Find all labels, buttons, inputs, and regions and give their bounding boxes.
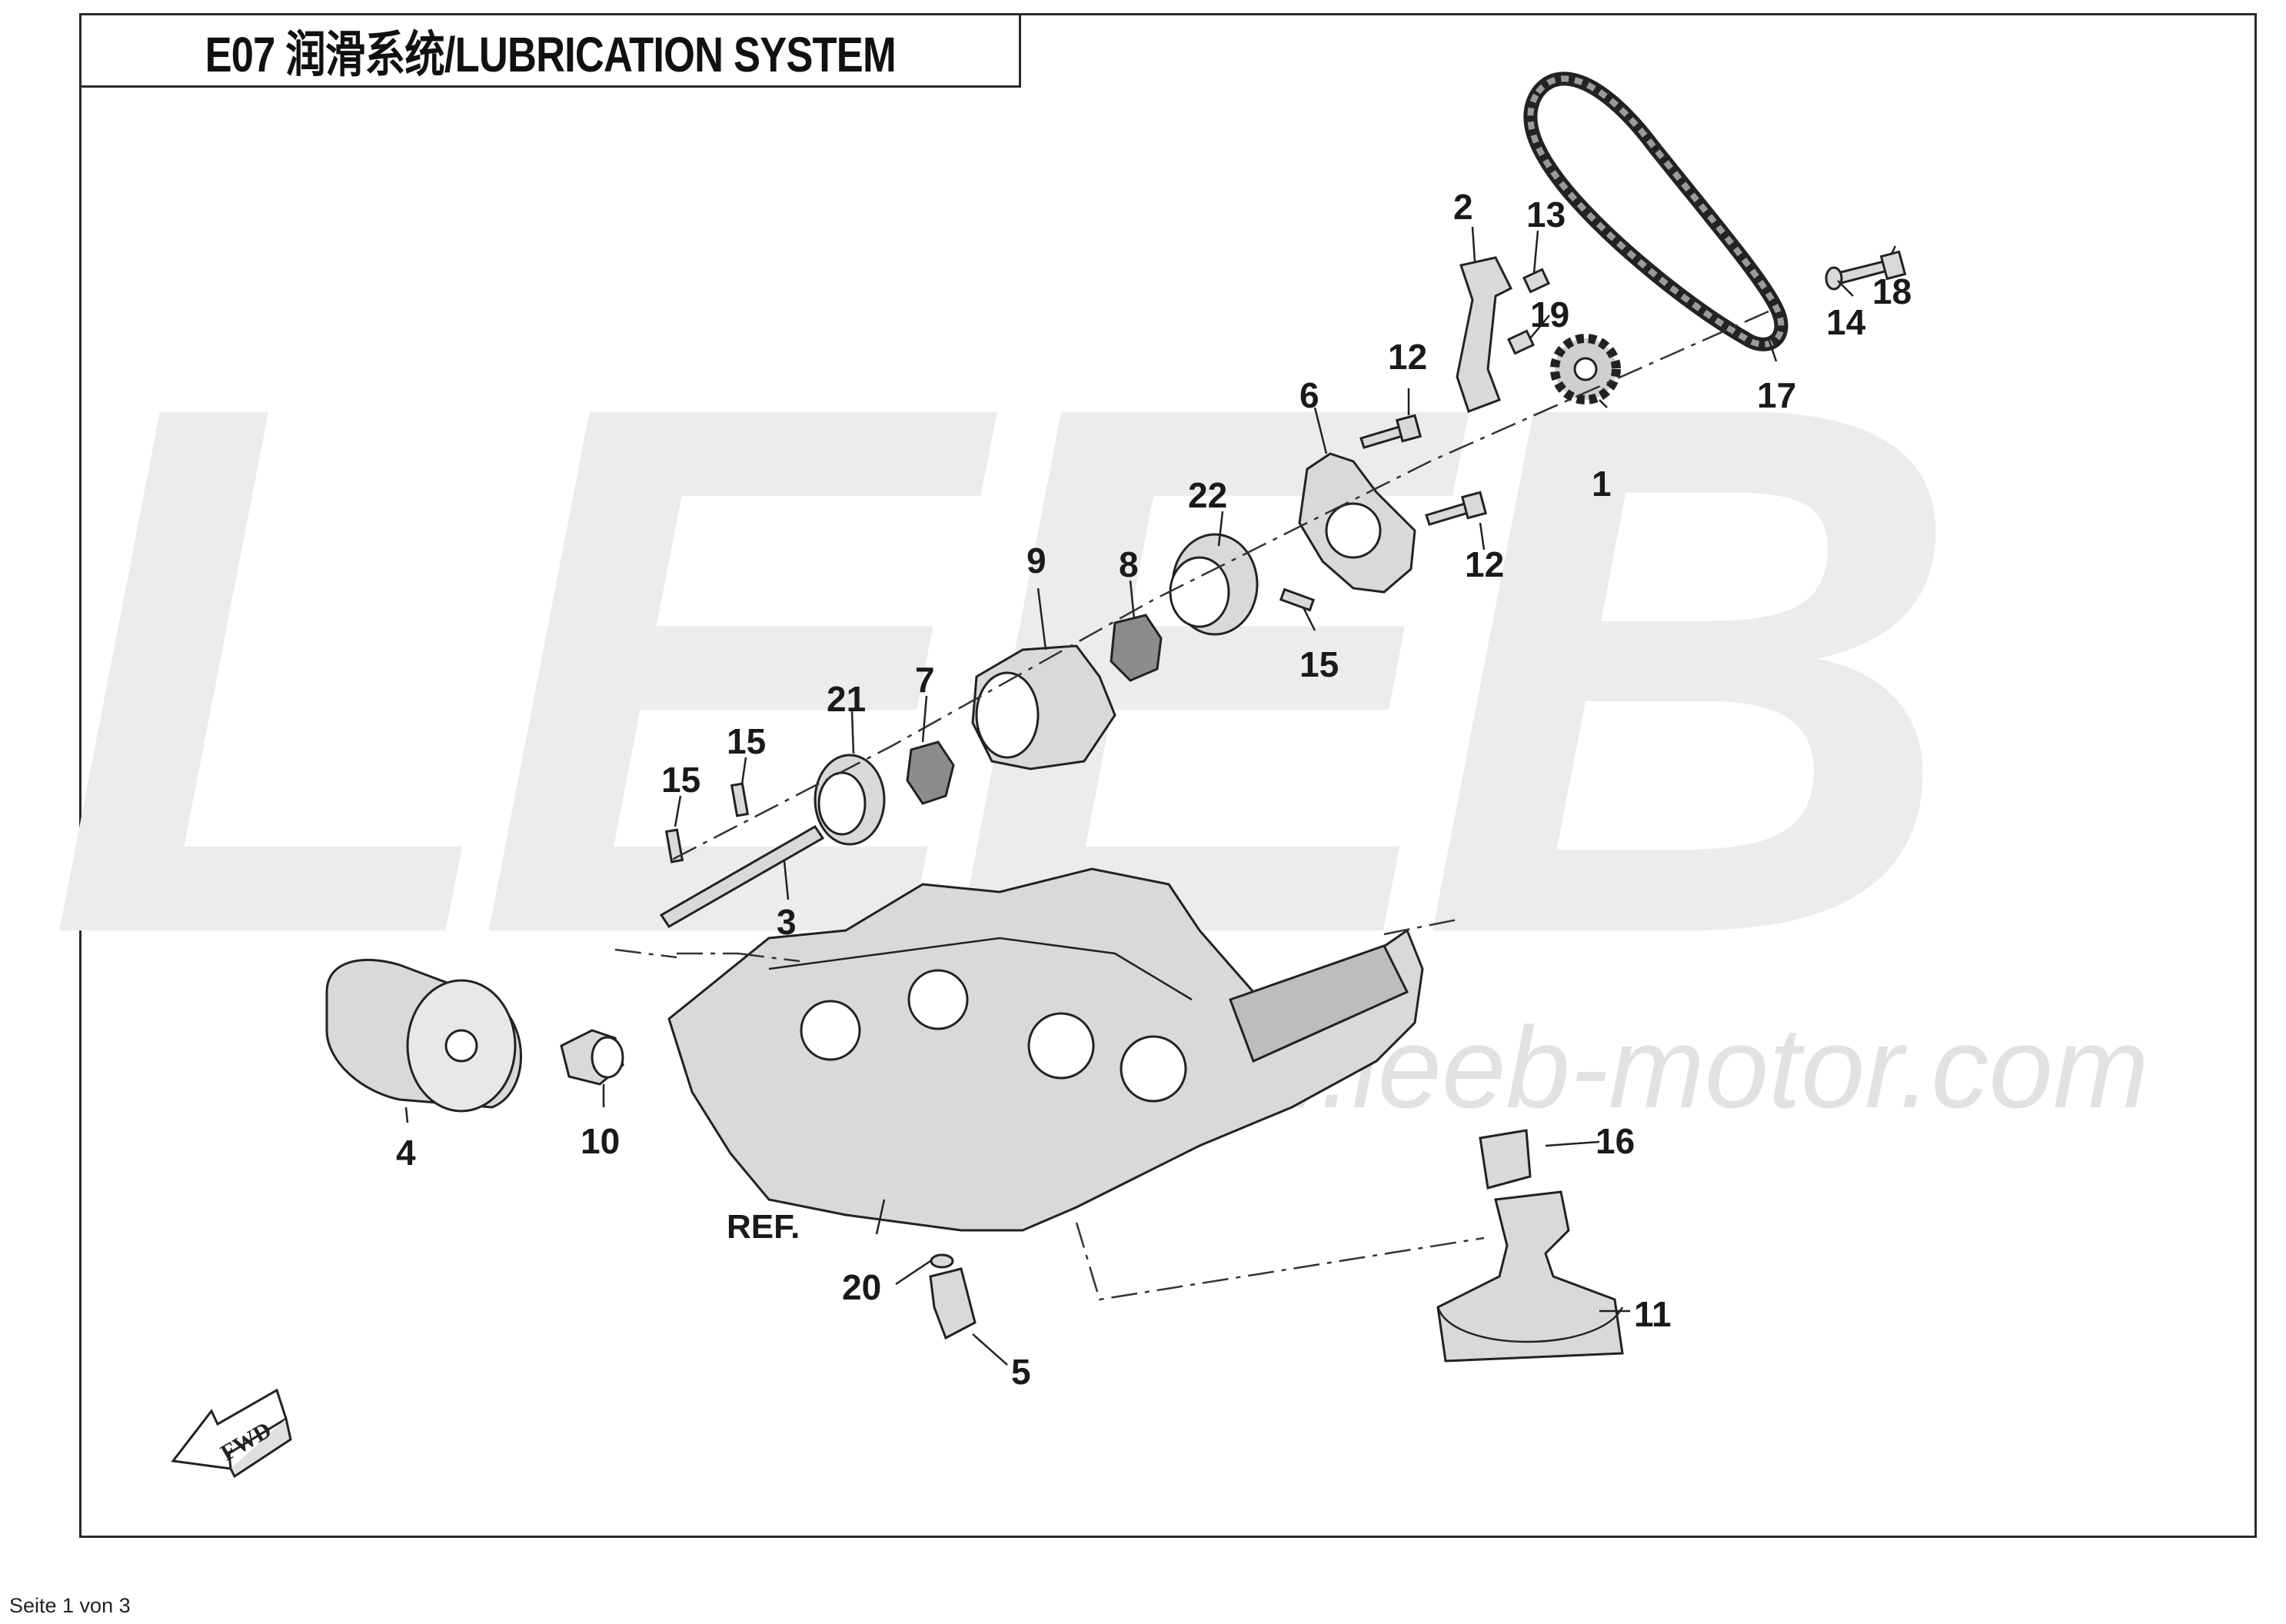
callout-14: 14 bbox=[1826, 302, 1866, 342]
pump-shaft bbox=[659, 587, 1316, 929]
callout-20: 21 bbox=[827, 679, 866, 719]
title-box: E07 润滑系统/LUBRICATION SYSTEM bbox=[79, 13, 1021, 88]
callout-15-right: 15 bbox=[1299, 644, 1339, 684]
drawing-frame bbox=[79, 13, 2257, 1538]
oil-pump-sprocket bbox=[1550, 334, 1621, 404]
pump-body bbox=[971, 644, 1116, 770]
callout-15-left: 15 bbox=[661, 760, 700, 800]
oil-pump-chain bbox=[1523, 72, 1789, 351]
callout-22: 20 bbox=[842, 1267, 881, 1307]
inner-rotor-7 bbox=[906, 740, 955, 805]
callout-11: 11 bbox=[1634, 1294, 1672, 1334]
pump-cover bbox=[1298, 452, 1416, 594]
callout-15-middle: 15 bbox=[727, 721, 766, 761]
callout-12-upper: 12 bbox=[1388, 337, 1427, 377]
callout-8: 8 bbox=[1119, 544, 1139, 584]
callout-6: 6 bbox=[1299, 375, 1319, 415]
callout-1: 1 bbox=[1592, 464, 1612, 504]
callout-7: 7 bbox=[915, 660, 935, 700]
callout-19: 19 bbox=[1530, 295, 1569, 334]
callout-9: 9 bbox=[1027, 541, 1047, 581]
relief-valve bbox=[929, 1253, 977, 1340]
bolts bbox=[1359, 250, 1907, 526]
callout-3: 3 bbox=[777, 902, 797, 942]
fwd-arrow-icon: FWD bbox=[171, 1388, 292, 1479]
inner-rotor-8 bbox=[1110, 614, 1163, 682]
callout-16: 16 bbox=[1596, 1121, 1635, 1161]
outer-rotor-21 bbox=[1169, 533, 1259, 636]
outer-rotor-20 bbox=[814, 754, 886, 846]
alignment-lines bbox=[614, 310, 1769, 1301]
oil-strainer bbox=[1436, 1190, 1624, 1363]
page-title: E07 润滑系统/LUBRICATION SYSTEM bbox=[205, 26, 896, 82]
chain-guide bbox=[1456, 256, 1513, 413]
leader-lines bbox=[404, 226, 1897, 1366]
page-footer: Seite 1 von 3 bbox=[9, 1594, 131, 1617]
callout-12-lower: 12 bbox=[1465, 544, 1504, 584]
callout-10: 10 bbox=[581, 1121, 620, 1161]
callout-5: 5 bbox=[1011, 1352, 1031, 1392]
callout-13: 13 bbox=[1526, 195, 1566, 235]
callout-4: 4 bbox=[396, 1133, 416, 1173]
callout-2: 2 bbox=[1453, 187, 1473, 227]
callouts: 2 13 19 14 18 1 17 6 12 12 22 8 9 15 7 2… bbox=[396, 187, 1912, 1392]
callout-17: 17 bbox=[1757, 375, 1796, 415]
oil-strainer-seal bbox=[1479, 1129, 1532, 1190]
callout-21: 22 bbox=[1188, 475, 1227, 515]
crankcase-reference bbox=[667, 867, 1424, 1232]
callout-18: 18 bbox=[1872, 271, 1912, 311]
oil-filter bbox=[325, 959, 522, 1113]
oil-filter-union-bolt bbox=[560, 1029, 624, 1086]
ref-label: REF. bbox=[727, 1208, 800, 1246]
